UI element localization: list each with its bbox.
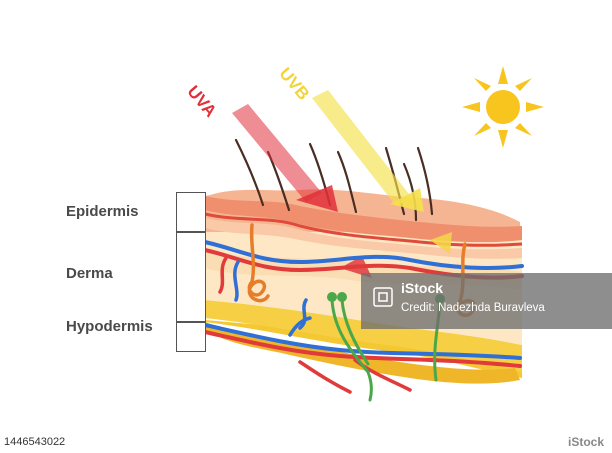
footer-logo: iStock — [567, 435, 604, 449]
hypodermis-bracket — [176, 322, 206, 352]
footer-bar: 1446543022 iStock — [0, 433, 612, 453]
epidermis-label: Epidermis — [66, 203, 139, 220]
sun-icon — [462, 66, 544, 148]
watermark-banner: iStock Credit: Nadezhda Buravleva — [361, 273, 612, 329]
epidermis-layer — [205, 196, 522, 243]
watermark-credit: Credit: Nadezhda Buravleva — [401, 302, 545, 314]
image-id: 1446543022 — [4, 436, 66, 448]
derma-label: Derma — [66, 265, 113, 282]
watermark-brand: iStock — [401, 280, 444, 296]
hypodermis-label: Hypodermis — [66, 318, 153, 335]
derma-bracket — [176, 232, 206, 322]
uvb-ray — [312, 90, 452, 254]
epidermis-bracket — [176, 192, 206, 232]
istock-logo-icon — [373, 287, 393, 307]
